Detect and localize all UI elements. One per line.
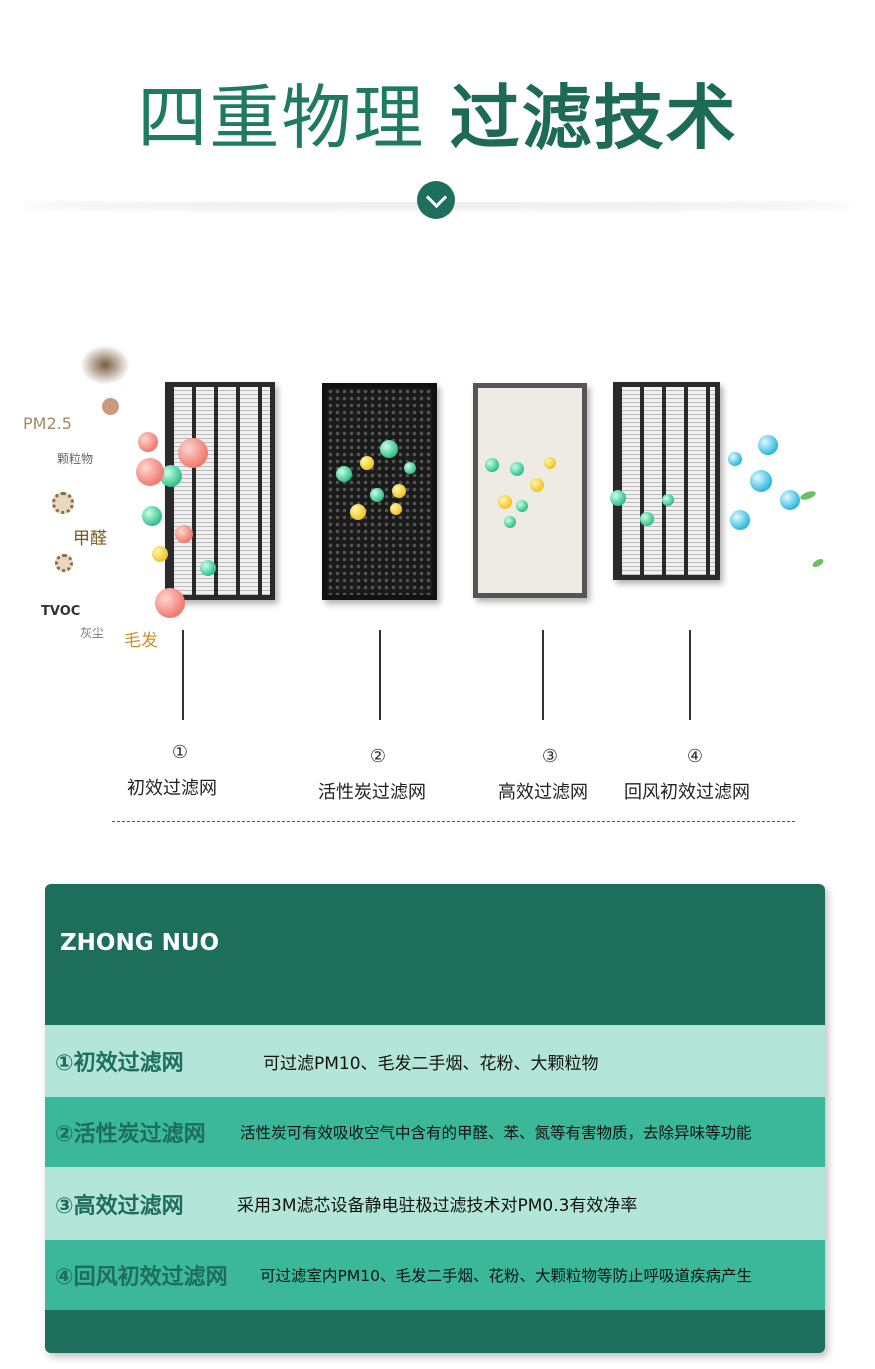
particle-ball [178,438,208,468]
particle-ball [142,506,162,526]
label-hair: 毛发 [124,631,158,651]
row-description: 采用3M滤芯设备静电驻极过滤技术对PM0.3有效净率 [237,1196,638,1216]
ion-ball [728,452,742,466]
filter-info-card: ZHONG NUO ①初效过滤网 可过滤PM10、毛发二手烟、花粉、大颗粒物 ②… [45,884,825,1353]
filter-carbon-image [322,383,437,600]
label-particles: 颗粒物 [57,452,94,466]
row-description: 活性炭可有效吸收空气中含有的甲醛、苯、氮等有害物质，去除异味等功能 [240,1124,752,1142]
particle-ball [498,495,512,509]
label-pm25: PM2.5 [23,414,72,433]
particle-ball [160,465,182,487]
row-title: ③高效过滤网 [55,1193,184,1219]
filter-name: 回风初效过滤网 [624,782,750,803]
particle-ball [155,588,185,618]
particle-ball [380,440,398,458]
particle-ball [510,462,524,476]
particle-ball [350,504,366,520]
filter-primary-image [165,382,275,600]
filter-hepa-image [473,383,587,598]
row-title: ④回风初效过滤网 [55,1265,228,1290]
page-title: 四重物理 过滤技术 [0,62,875,163]
particle-ball [530,478,544,492]
row-description: 可过滤室内PM10、毛发二手烟、花粉、大颗粒物等防止呼吸道疾病产生 [260,1267,752,1285]
particle-ball [516,500,528,512]
particle-ball [504,516,516,528]
particle-ball [640,512,654,526]
filter-number: ④ [686,746,704,767]
leaf-icon [811,557,825,569]
ion-ball [780,490,800,510]
germ-icon [52,492,74,514]
leaf-icon [799,489,817,502]
particle-ball [610,490,626,506]
row-title: ②活性炭过滤网 [55,1122,206,1147]
particle-ball [544,457,556,469]
pointer-line [542,630,544,720]
info-row: ①初效过滤网 可过滤PM10、毛发二手烟、花粉、大颗粒物 [45,1025,825,1097]
chevron-down-icon [417,181,455,219]
filter-return-image [613,382,720,580]
particle-ball [370,488,384,502]
particle-ball [662,494,674,506]
particle-icon [102,398,119,415]
filter-number: ③ [541,746,559,767]
brand-name: ZHONG NUO [60,930,220,956]
row-title: ①初效过滤网 [55,1051,184,1076]
particle-ball [390,503,402,515]
label-tvoc: TVOC [41,604,81,619]
dashed-divider [112,821,795,822]
germ-icon [55,554,73,572]
particle-ball [152,546,168,562]
pointer-line [379,630,381,720]
particle-ball [404,462,416,474]
particle-ball [360,456,374,470]
label-dust: 灰尘 [80,626,105,640]
info-row: ②活性炭过滤网 活性炭可有效吸收空气中含有的甲醛、苯、氮等有害物质，去除异味等功… [45,1097,825,1167]
particle-ball [138,432,158,452]
title-thin: 四重物理 [137,77,426,159]
title-bold: 过滤技术 [449,77,738,159]
particle-ball [136,458,164,486]
filter-name: 高效过滤网 [498,782,588,803]
ion-ball [750,470,772,492]
filter-name: 活性炭过滤网 [318,782,426,803]
pointer-line [689,630,691,720]
ion-ball [758,435,778,455]
ion-ball [730,510,750,530]
info-row: ④回风初效过滤网 可过滤室内PM10、毛发二手烟、花粉、大颗粒物等防止呼吸道疾病… [45,1240,825,1310]
particle-ball [200,560,216,576]
label-formaldehyde: 甲醛 [73,529,107,549]
info-row: ③高效过滤网 采用3M滤芯设备静电驻极过滤技术对PM0.3有效净率 [45,1167,825,1240]
hair-icon [80,345,130,385]
filter-name: 初效过滤网 [127,778,217,799]
particle-ball [392,484,406,498]
row-description: 可过滤PM10、毛发二手烟、花粉、大颗粒物 [263,1053,599,1074]
particle-ball [175,525,193,543]
filter-number: ② [369,746,387,767]
particle-ball [336,466,352,482]
particle-ball [485,458,499,472]
pointer-line [182,630,184,720]
filter-number: ① [171,742,189,763]
